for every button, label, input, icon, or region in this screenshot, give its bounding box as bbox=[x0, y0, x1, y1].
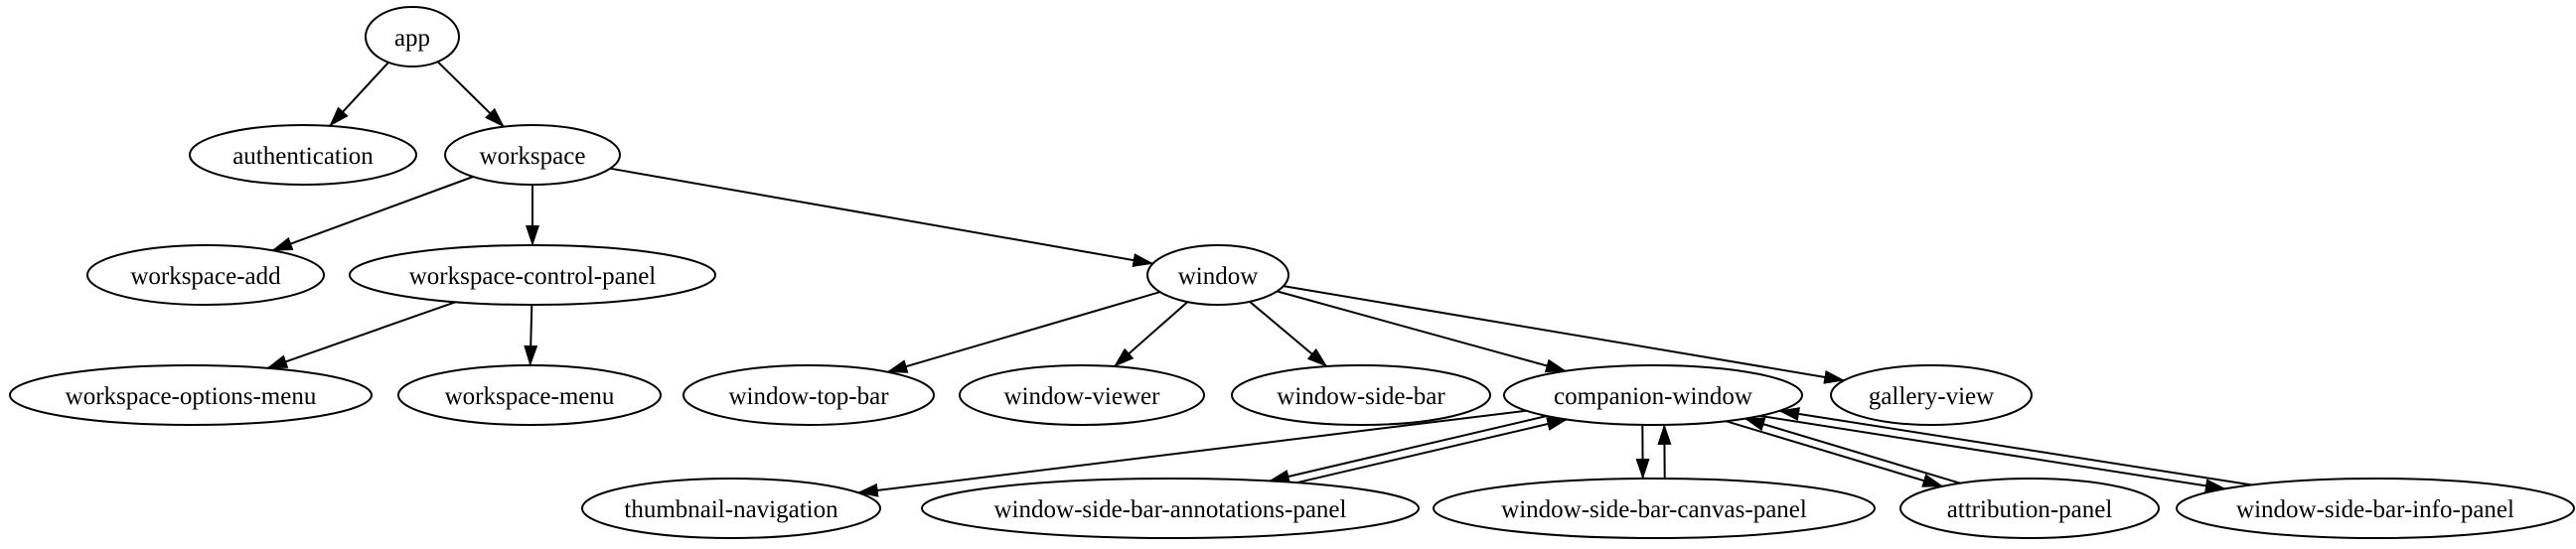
node-ellipse-companion-window bbox=[1503, 364, 1803, 426]
node-attribution-panel: attribution-panel bbox=[1899, 478, 2160, 539]
node-ellipse-authentication bbox=[189, 124, 417, 186]
node-window-side-bar-canvas-panel: window-side-bar-canvas-panel bbox=[1433, 478, 1876, 539]
node-label-attribution-panel: attribution-panel bbox=[1947, 496, 2113, 523]
edge-workspace-control-panel-to-workspace-menu bbox=[524, 304, 538, 366]
edge-window-to-window-top-bar bbox=[886, 291, 1160, 373]
node-window-side-bar-annotations-panel: window-side-bar-annotations-panel bbox=[921, 478, 1420, 539]
node-ellipse-attribution-panel bbox=[1899, 478, 2160, 539]
node-ellipse-window bbox=[1146, 244, 1289, 306]
edge-workspace-to-window bbox=[610, 167, 1154, 267]
node-ellipse-workspace-menu bbox=[397, 364, 662, 426]
node-workspace-options-menu: workspace-options-menu bbox=[9, 364, 373, 426]
node-app: app bbox=[365, 6, 460, 68]
edge-workspace-control-panel-to-workspace-options-menu bbox=[266, 301, 456, 369]
node-ellipse-workspace-options-menu bbox=[9, 364, 373, 426]
node-label-window-side-bar-info-panel: window-side-bar-info-panel bbox=[2236, 496, 2514, 523]
edge-companion-window-to-window-side-bar-info-panel bbox=[1759, 414, 2226, 493]
node-workspace-menu: workspace-menu bbox=[397, 364, 662, 426]
edge-companion-window-to-window-side-bar-annotations-panel bbox=[1268, 415, 1548, 483]
node-label-window-side-bar-canvas-panel: window-side-bar-canvas-panel bbox=[1501, 496, 1807, 523]
edge-window-to-companion-window bbox=[1277, 290, 1567, 373]
node-label-authentication: authentication bbox=[232, 143, 374, 170]
node-ellipse-window-side-bar-canvas-panel bbox=[1433, 478, 1876, 539]
nodes-layer: app authentication workspace workspace-add w… bbox=[9, 6, 2575, 539]
node-label-window: window bbox=[1178, 263, 1259, 290]
node-label-window-viewer: window-viewer bbox=[1004, 383, 1161, 410]
node-ellipse-workspace-add bbox=[86, 244, 325, 306]
node-window-side-bar: window-side-bar bbox=[1231, 364, 1491, 426]
edge-window-to-window-viewer bbox=[1113, 301, 1189, 367]
node-label-thumbnail-navigation: thumbnail-navigation bbox=[624, 496, 838, 523]
node-window-side-bar-info-panel: window-side-bar-info-panel bbox=[2176, 478, 2575, 539]
edge-window-to-gallery-view bbox=[1283, 285, 1846, 384]
node-workspace: workspace bbox=[444, 124, 621, 186]
node-window: window bbox=[1146, 244, 1289, 306]
node-label-gallery-view: gallery-view bbox=[1869, 383, 1994, 410]
node-companion-window: companion-window bbox=[1503, 364, 1803, 426]
node-ellipse-window-side-bar-annotations-panel bbox=[921, 478, 1420, 539]
edge-workspace-to-workspace-add bbox=[271, 176, 474, 252]
node-workspace-add: workspace-add bbox=[86, 244, 325, 306]
node-label-workspace: workspace bbox=[480, 143, 586, 170]
edges-layer bbox=[266, 61, 2252, 497]
node-workspace-control-panel: workspace-control-panel bbox=[349, 244, 716, 306]
node-ellipse-gallery-view bbox=[1830, 364, 2033, 426]
edge-companion-window-to-attribution-panel bbox=[1725, 420, 1944, 487]
node-ellipse-app bbox=[365, 6, 460, 68]
edge-window-side-bar-info-panel-to-companion-window bbox=[1778, 407, 2252, 486]
edge-attribution-panel-to-companion-window bbox=[1743, 417, 1961, 484]
node-ellipse-window-side-bar-info-panel bbox=[2176, 478, 2575, 539]
node-window-viewer: window-viewer bbox=[959, 364, 1205, 426]
edge-window-side-bar-annotations-panel-to-companion-window bbox=[1296, 417, 1569, 484]
node-ellipse-workspace-control-panel bbox=[349, 244, 716, 306]
node-label-workspace-options-menu: workspace-options-menu bbox=[66, 383, 317, 410]
edge-window-to-window-side-bar bbox=[1249, 301, 1328, 367]
node-label-companion-window: companion-window bbox=[1554, 383, 1752, 410]
edge-app-to-workspace bbox=[436, 61, 505, 128]
edge-app-to-authentication bbox=[329, 62, 389, 127]
node-gallery-view: gallery-view bbox=[1830, 364, 2033, 426]
node-ellipse-window-side-bar bbox=[1231, 364, 1491, 426]
node-label-workspace-menu: workspace-menu bbox=[445, 383, 615, 410]
node-authentication: authentication bbox=[189, 124, 417, 186]
node-label-app: app bbox=[394, 25, 430, 52]
node-ellipse-window-viewer bbox=[959, 364, 1205, 426]
node-label-window-side-bar: window-side-bar bbox=[1277, 383, 1445, 410]
node-ellipse-window-top-bar bbox=[682, 364, 935, 426]
node-label-workspace-control-panel: workspace-control-panel bbox=[409, 263, 657, 290]
node-thumbnail-navigation: thumbnail-navigation bbox=[581, 478, 881, 539]
node-label-workspace-add: workspace-add bbox=[130, 263, 281, 290]
node-label-window-side-bar-annotations-panel: window-side-bar-annotations-panel bbox=[994, 496, 1347, 523]
edge-companion-window-to-thumbnail-navigation bbox=[856, 409, 1527, 497]
node-label-window-top-bar: window-top-bar bbox=[728, 383, 889, 410]
node-ellipse-thumbnail-navigation bbox=[581, 478, 881, 539]
node-window-top-bar: window-top-bar bbox=[682, 364, 935, 426]
node-ellipse-workspace bbox=[444, 124, 621, 186]
